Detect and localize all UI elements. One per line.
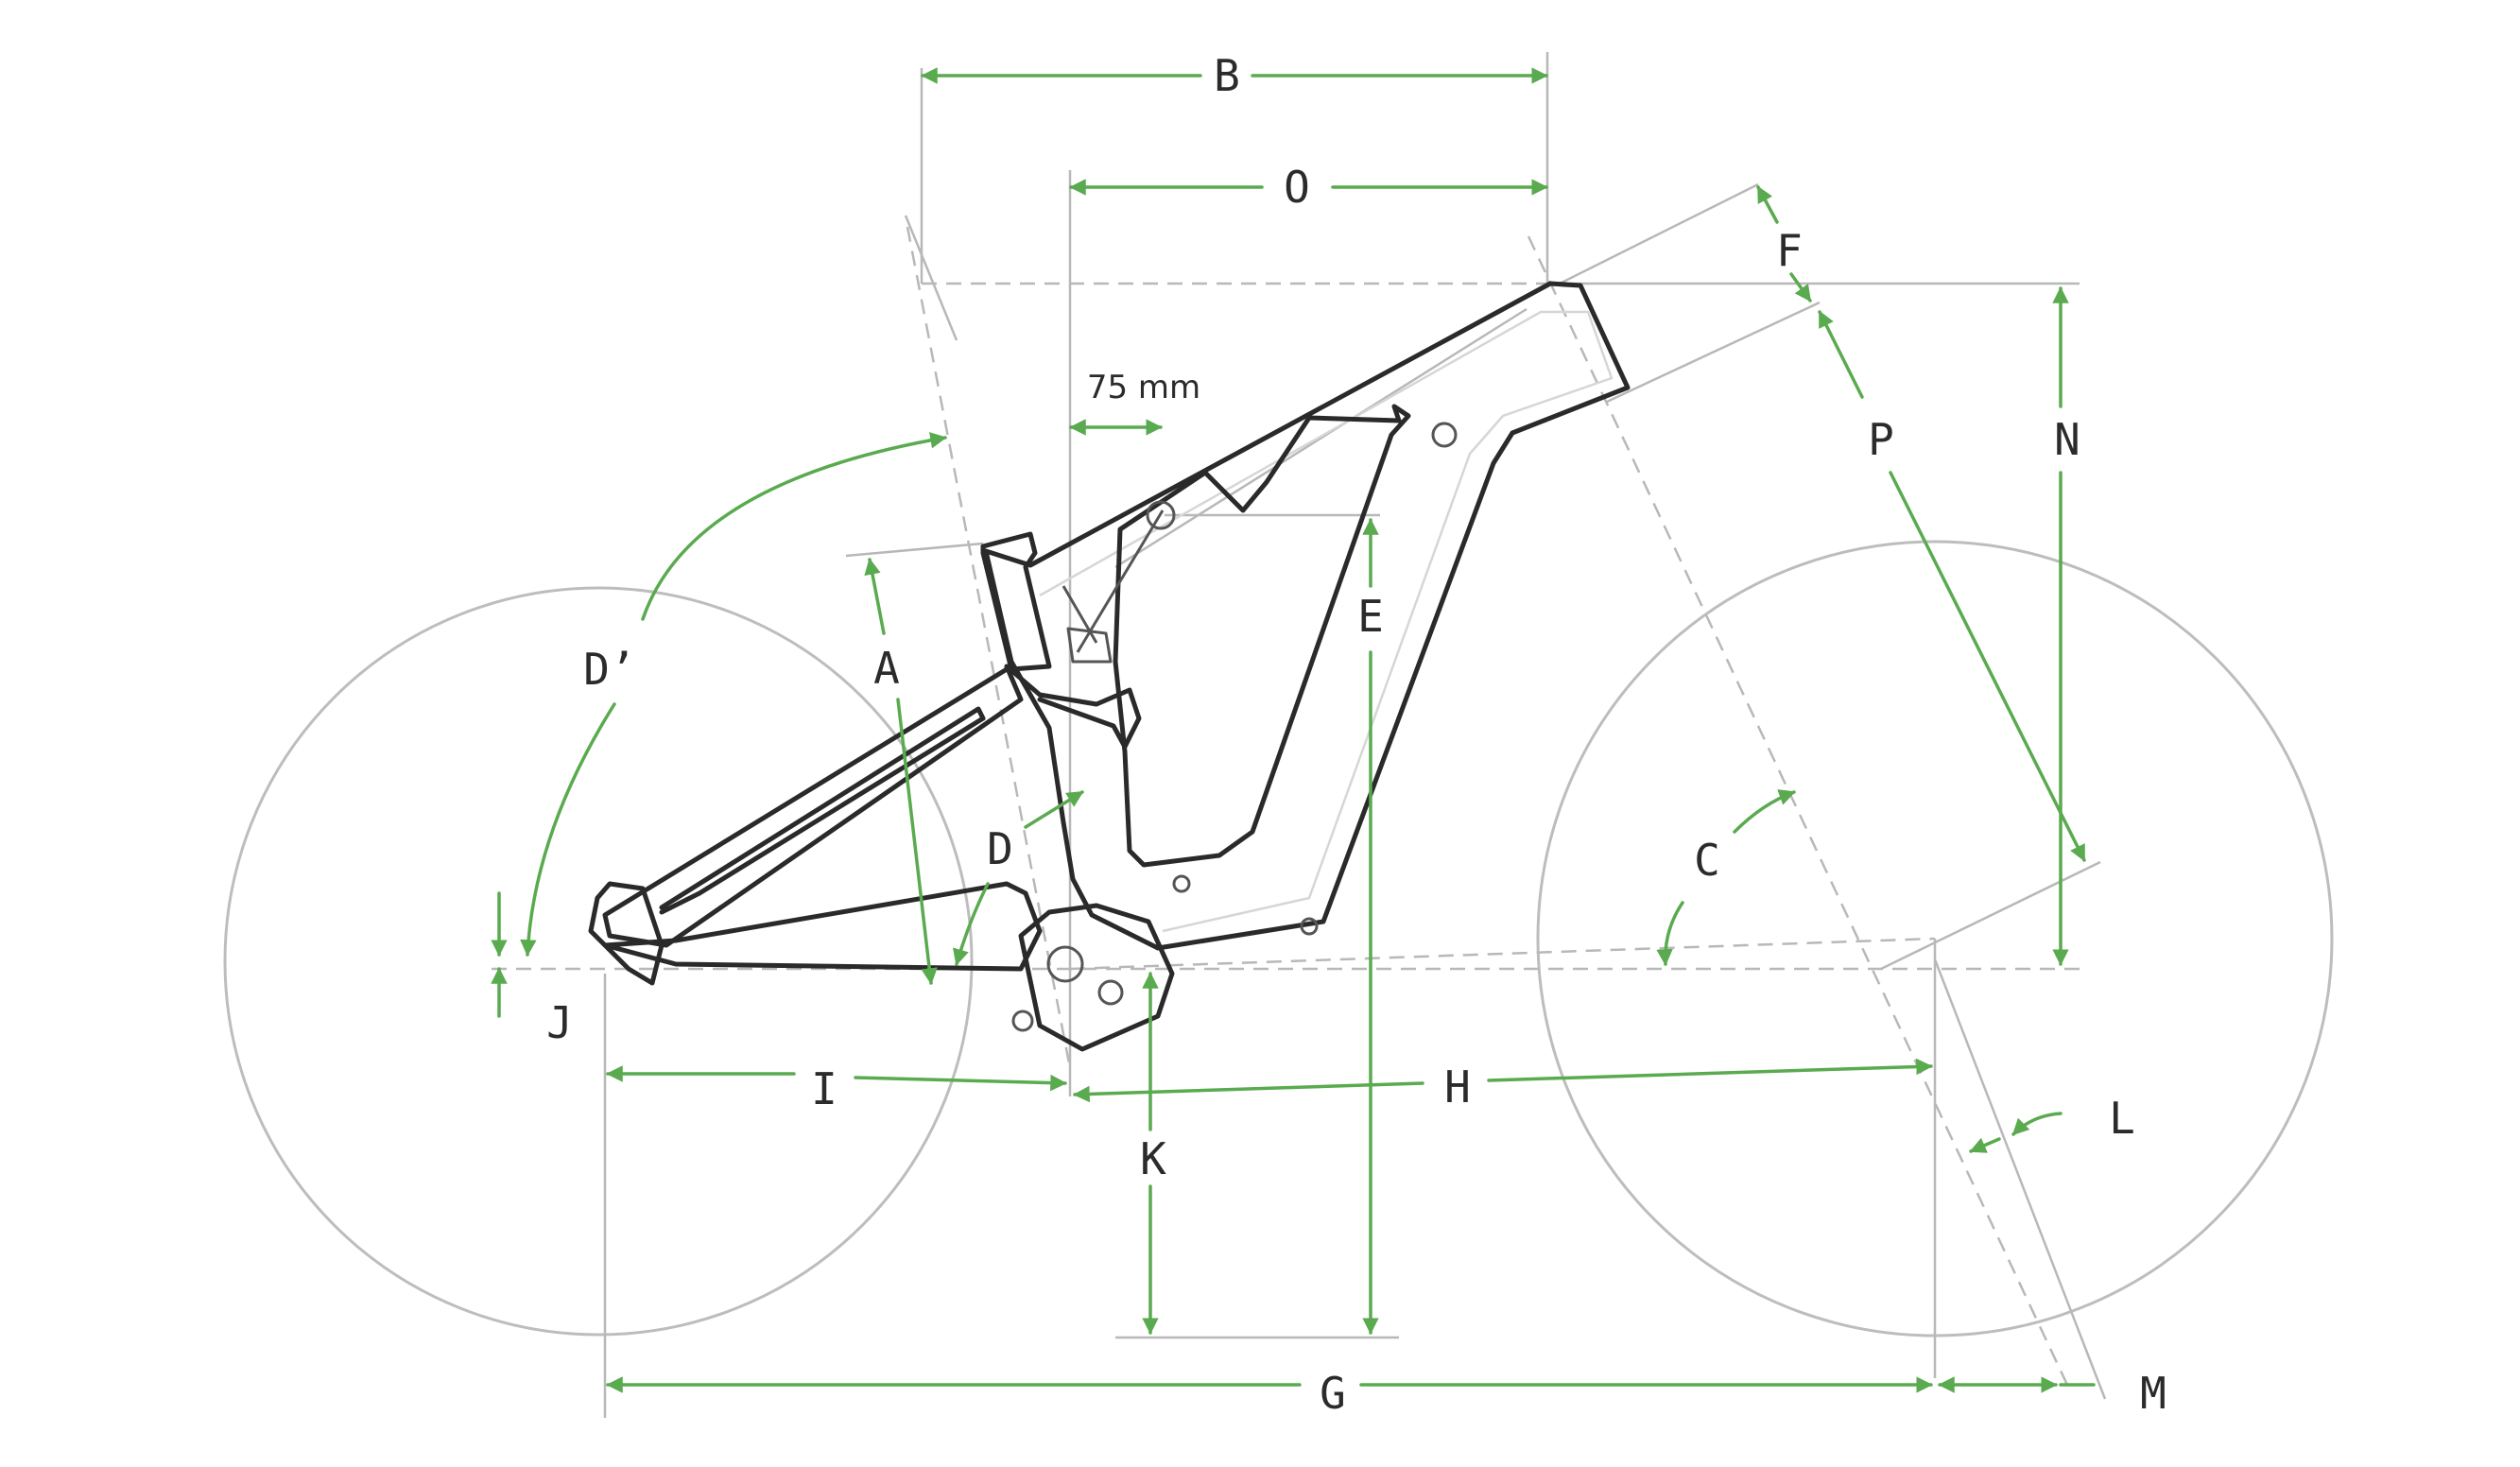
label-j: J [546, 997, 573, 1048]
label-75mm: 75 mm [1087, 369, 1200, 406]
dim-i-right [854, 1074, 1067, 1092]
dim-h-left [1073, 1081, 1424, 1103]
label-g: G [1320, 1368, 1346, 1419]
label-c: C [1694, 835, 1720, 886]
label-e: E [1357, 591, 1384, 642]
dim-d-upper [1024, 790, 1084, 829]
dim-h-right [1487, 1058, 1933, 1082]
bike-frame [588, 281, 1631, 1052]
dim-a-top [864, 558, 886, 635]
label-k: K [1140, 1133, 1166, 1184]
dim-d-prime [641, 432, 947, 621]
label-n: N [2054, 414, 2080, 465]
label-d: D [987, 823, 1013, 874]
rear-wheel [223, 586, 974, 1337]
dim-p-top [1818, 310, 1864, 399]
label-f: F [1776, 225, 1803, 276]
label-m: M [2140, 1368, 2166, 1419]
dim-c-upper [1733, 789, 1796, 834]
dimension-arrows [491, 67, 2096, 1393]
dim-l [2011, 1112, 2063, 1136]
dim-l-lower [1969, 1137, 2001, 1153]
label-l: L [2109, 1093, 2135, 1144]
label-h: H [1444, 1061, 1471, 1113]
guide-lines [492, 52, 2107, 1418]
label-i: I [811, 1063, 837, 1114]
label-d-prime: D’ [583, 644, 635, 695]
dim-d-lower [952, 882, 990, 966]
dimension-labels: B O 75 mm F P N E A D’ D C J I H K L G M [546, 50, 2166, 1419]
dim-f-top [1756, 185, 1779, 224]
dim-p-bottom [1889, 471, 2086, 862]
dim-a-bottom [896, 698, 938, 985]
dim-f-bottom [1789, 272, 1812, 302]
dim-d-prime-low [520, 702, 616, 957]
dim-c-lower [1656, 901, 1684, 966]
label-a: A [873, 643, 900, 694]
label-b: B [1214, 50, 1240, 101]
label-p: P [1868, 414, 1894, 465]
label-o: O [1284, 162, 1310, 213]
